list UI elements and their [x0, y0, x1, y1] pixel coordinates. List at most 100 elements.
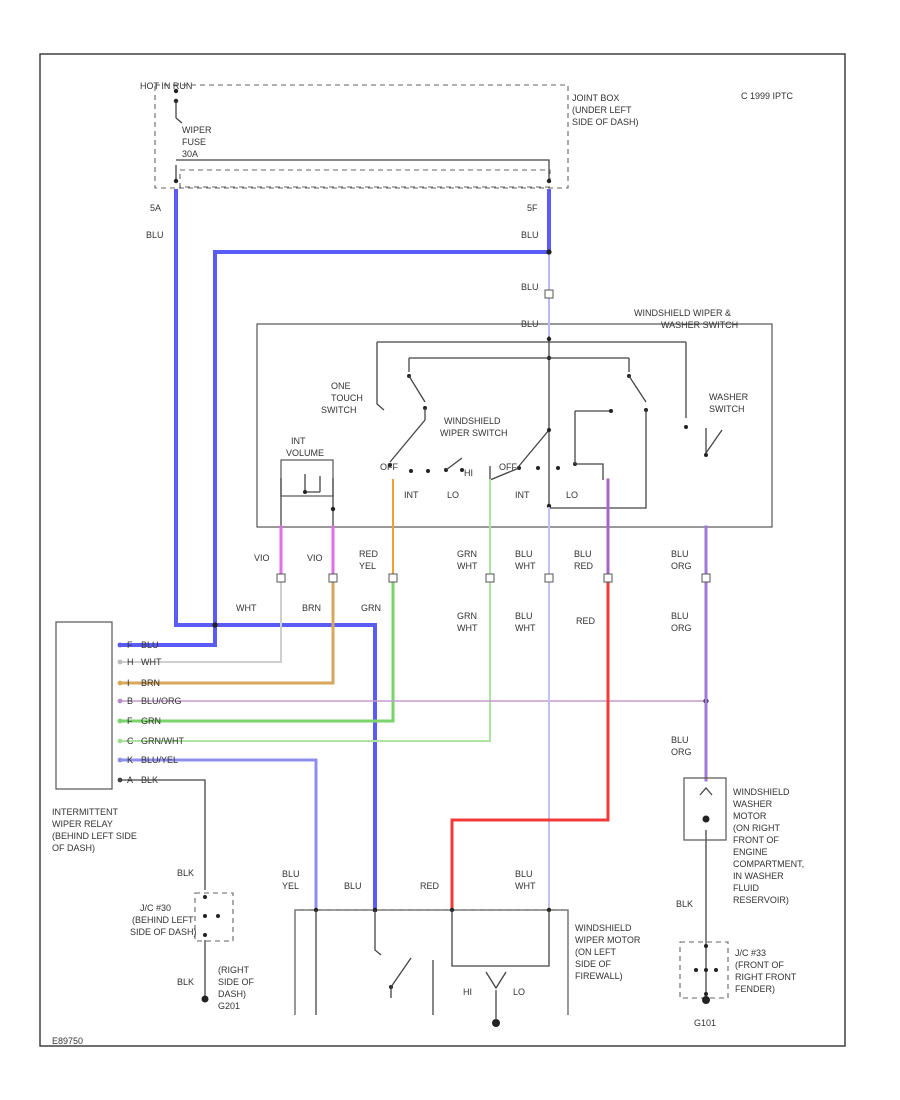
relay-pin-marker: [117, 698, 123, 704]
wiper-motor-label-3: (ON LEFT: [575, 947, 617, 957]
relay-pin-wire-color: WHT: [141, 657, 162, 667]
relay-pin-wire-color: BRN: [141, 678, 160, 688]
relay-pin-id: A: [127, 775, 133, 785]
wiper-motor-label-5: FIREWALL): [575, 971, 623, 981]
washer-motor-label-6: ENGINE: [733, 847, 768, 857]
switch-assembly-label-2: WASHER SWITCH: [661, 320, 738, 330]
washer-motor-label-10: RESERVOIR): [733, 895, 789, 905]
relay-pin-wire-color: GRN: [141, 716, 161, 726]
diagram-frame: [39, 53, 846, 1047]
label-grnwht-2b: WHT: [457, 623, 478, 633]
washer-motor-label-9: FLUID: [733, 883, 760, 893]
label-blu-top-right: BLU: [521, 230, 539, 240]
joint-box: HOT IN RUN WIPER FUSE 30A JOINT BOX (UND…: [140, 81, 639, 213]
label-redyel-1: RED: [359, 549, 379, 559]
jc33-label-1: J/C #33: [735, 948, 766, 958]
washer-switch-label-2: SWITCH: [709, 404, 745, 414]
wiper-washer-switch-assembly: WINDSHIELD WIPER & WASHER SWITCH: [256, 308, 773, 528]
windshield-washer-motor: WINDSHIELD WASHER MOTOR (ON RIGHT FRONT …: [683, 777, 804, 905]
fuse-label-3: 30A: [182, 149, 198, 159]
label-vio-1: VIO: [254, 553, 270, 563]
washer-motor-label-2: WASHER: [733, 799, 773, 809]
fuse-label-1: WIPER: [182, 125, 212, 135]
label-blu-motor: BLU: [344, 881, 362, 891]
relay-pin-id: K: [127, 755, 133, 765]
red-wire: [450, 578, 610, 912]
label-grn: GRN: [361, 603, 381, 613]
joint-box-label-1: JOINT BOX: [572, 93, 619, 103]
relay-pin-id: I: [127, 678, 130, 688]
pin-5f: 5F: [527, 203, 538, 213]
jc33-label-3: RIGHT FRONT: [735, 972, 797, 982]
ground-g201-symbol: [201, 995, 209, 1003]
g201-label-2: SIDE OF: [218, 977, 255, 987]
one-touch-label-2: TOUCH: [331, 393, 363, 403]
wiper-switch-label-2: WIPER SWITCH: [440, 428, 508, 438]
position-off-1: OFF: [380, 462, 398, 472]
one-touch-label-1: ONE: [331, 381, 351, 391]
int-volume-resistor: [280, 459, 334, 497]
label-blk-right: BLK: [676, 899, 693, 909]
relay-pin-wire-color: BLU: [141, 640, 159, 650]
relay-pin-id: F: [127, 716, 133, 726]
label-blu-mid: BLU: [521, 282, 539, 292]
label-bluwht-2b: WHT: [515, 623, 536, 633]
junction-connector-33: J/C #33 (FRONT OF RIGHT FRONT FENDER) G1…: [679, 941, 797, 1028]
label-bluwht-m2: WHT: [515, 881, 536, 891]
label-blured-2: RED: [574, 561, 594, 571]
switch-assembly-label-1: WINDSHIELD WIPER &: [634, 308, 731, 318]
motor-position-hi: HI: [463, 987, 472, 997]
jc30-label-3: SIDE OF DASH): [130, 927, 197, 937]
g201-label-1: (RIGHT: [218, 965, 249, 975]
relay-pin-marker: [117, 718, 123, 724]
blk-relay-wire: [120, 779, 206, 890]
position-off-2: OFF: [499, 462, 517, 472]
relay-label-1: INTERMITTENT: [52, 807, 118, 817]
label-bluyel-m2: YEL: [282, 881, 299, 891]
wiper-motor-label-1: WINDSHIELD: [575, 923, 632, 933]
blu-main-wires: [118, 189, 552, 912]
label-blu-switch: BLU: [521, 319, 539, 329]
label-blu-top-left: BLU: [146, 230, 164, 240]
position-hi-1: HI: [464, 468, 473, 478]
relay-pin-id: F: [127, 640, 133, 650]
joint-box-label-3: SIDE OF DASH): [572, 117, 639, 127]
one-touch-label-3: SWITCH: [321, 405, 357, 415]
washer-motor-label-1: WINDSHIELD: [733, 787, 790, 797]
jc30-label-1: J/C #30: [140, 903, 171, 913]
position-lo-1: LO: [447, 490, 459, 500]
label-bluorg-3a: BLU: [671, 735, 689, 745]
relay-label-4: OF DASH): [52, 843, 95, 853]
washer-motor-label-7: COMPARTMENT,: [733, 859, 804, 869]
label-bluyel-m1: BLU: [282, 869, 300, 879]
relay-label-2: WIPER RELAY: [52, 819, 113, 829]
relay-pin-marker: [117, 659, 123, 665]
label-grnwht-1a: GRN: [457, 549, 477, 559]
connector-markers: [276, 289, 711, 583]
figure-code: E89750: [52, 1036, 83, 1046]
label-bluorg-2b: ORG: [671, 623, 692, 633]
g201-label-4: G201: [218, 1001, 240, 1011]
label-blk-ground: BLK: [177, 977, 194, 987]
label-blk-left: BLK: [177, 868, 194, 878]
relay-pin-wire-color: BLU/ORG: [141, 696, 182, 706]
relay-pin-marker: [117, 642, 123, 648]
wiper-motor-label-4: SIDE OF: [575, 959, 612, 969]
int-volume-label-1: INT: [291, 436, 306, 446]
position-lo-2: LO: [566, 490, 578, 500]
label-bluwht-m1: BLU: [515, 869, 533, 879]
grnwht-wire: [119, 479, 491, 742]
joint-box-label-2: (UNDER LEFT: [572, 105, 632, 115]
relay-pin-wire-color: BLU/YEL: [141, 755, 178, 765]
jc33-label-4: FENDER): [735, 984, 775, 994]
label-blured-1: BLU: [574, 549, 592, 559]
label-red: RED: [576, 616, 596, 626]
washer-motor-label-8: IN WASHER: [733, 871, 784, 881]
junction-connector-30: J/C #30 (BEHIND LEFT SIDE OF DASH) (RIGH…: [130, 892, 255, 1011]
label-vio-2: VIO: [307, 553, 323, 563]
ground-g101-symbol: [702, 996, 710, 1004]
int-volume-label-2: VOLUME: [286, 448, 324, 458]
relay-pin-marker: [117, 738, 123, 744]
